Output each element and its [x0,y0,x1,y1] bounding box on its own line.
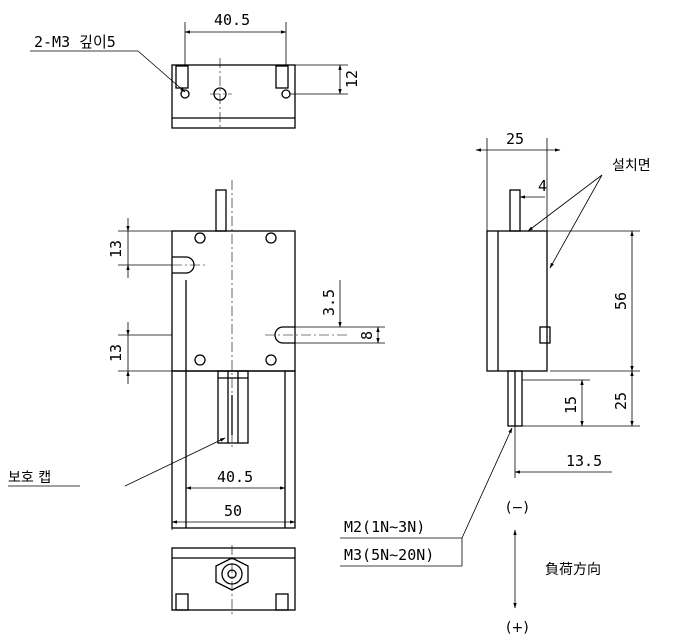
front-outer-width-dim: 50 [224,502,242,520]
load-direction-label: 負荷方向 [545,562,601,578]
side-view [340,138,640,609]
side-stroke-dim: 15 [562,396,580,414]
bottom-view [171,545,296,615]
front-inner-width-dim: 40.5 [217,468,253,486]
side-step-dim: 4 [538,177,547,195]
front-upper-offset-dim: 13 [107,240,125,258]
top-hole-pitch-dim: 40.5 [214,11,250,29]
install-surface-label: 설치면 [612,158,651,174]
front-lower-offset-dim: 13 [107,344,125,362]
side-stroke-total-dim: 25 [612,392,630,410]
protect-cap-label: 보호 캡 [8,470,51,486]
side-tip-offset-dim: 13.5 [566,452,602,470]
slot-offset-dim: 3.5 [320,289,338,316]
top-view [30,22,348,130]
side-height-dim: 56 [612,292,630,310]
m2-range-label: M2(1N∼3N) [344,518,425,536]
slot-width-dim: 8 [358,331,376,340]
side-depth-dim: 25 [506,130,524,148]
m3-range-label: M3(5N∼20N) [344,546,434,564]
holes-note: 2-M3 깊이5 [34,33,116,51]
top-depth-dim: 12 [343,70,361,88]
front-view [8,180,385,530]
minus-label: (−) [506,500,529,516]
plus-label: (+) [506,620,529,636]
